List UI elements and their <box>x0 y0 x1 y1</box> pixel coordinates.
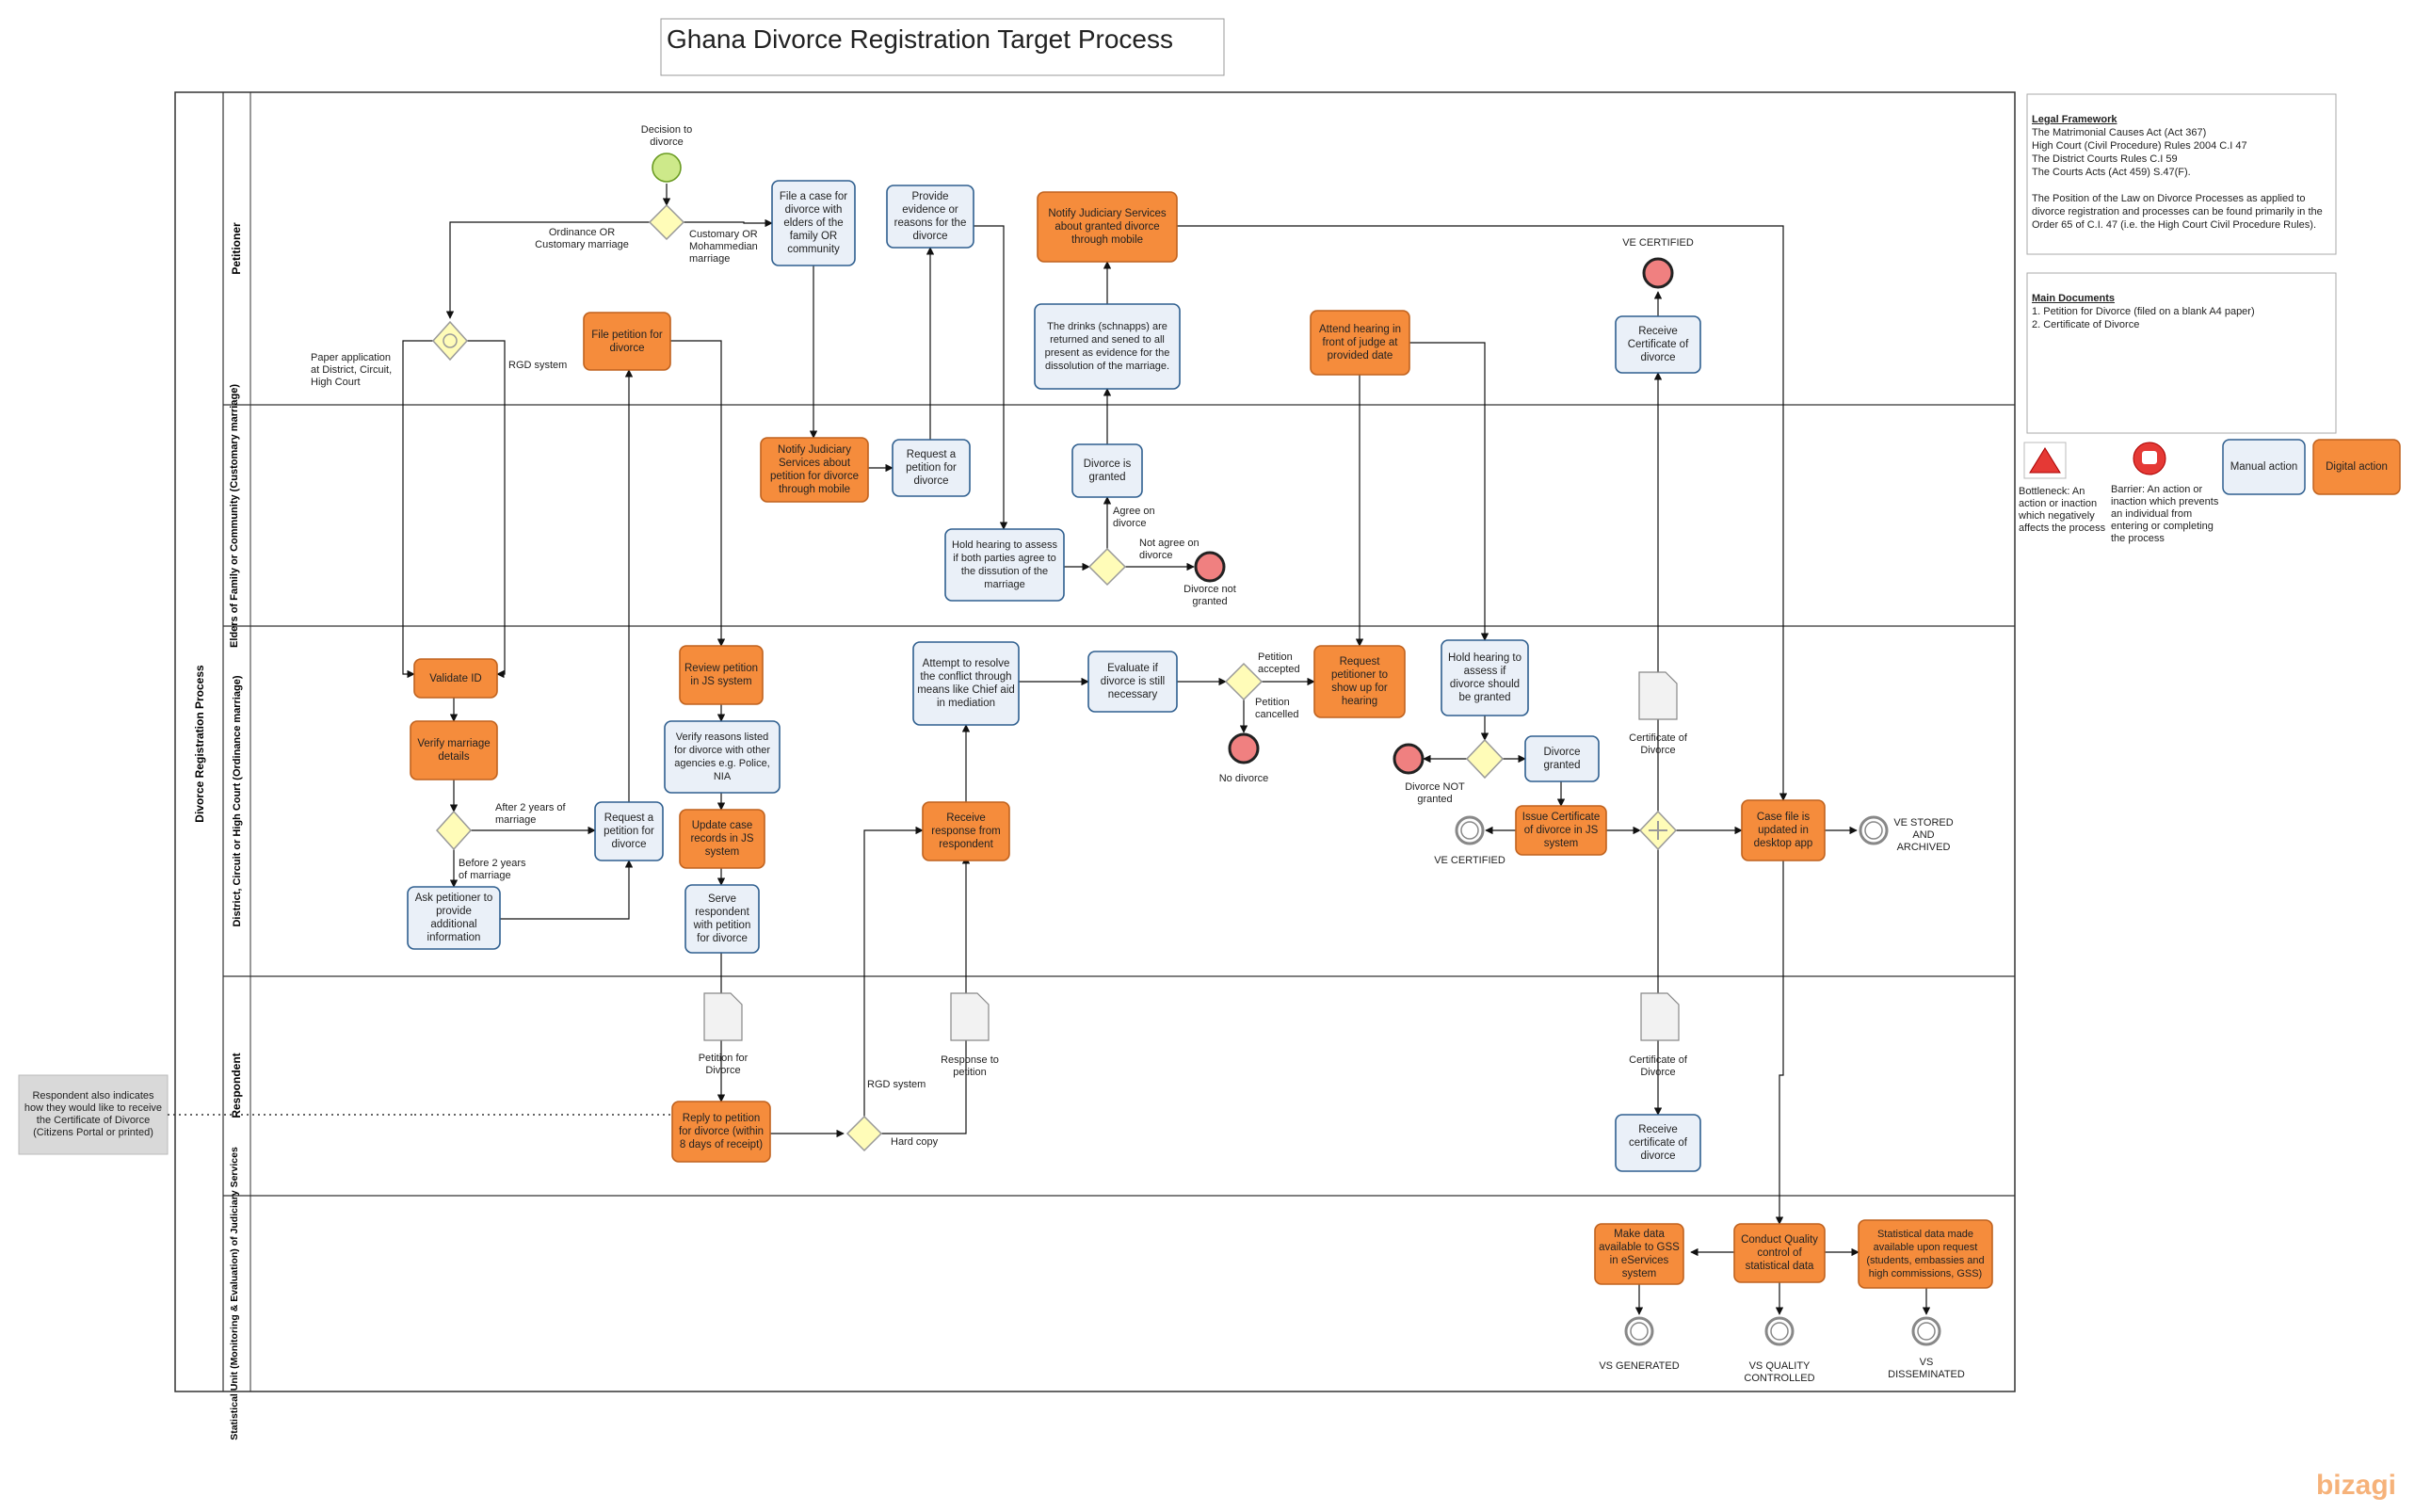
end-event-divorce-not-granted-court <box>1393 743 1425 775</box>
legend-bottleneck-label: Bottleneck: An action or inaction which … <box>2019 486 2106 534</box>
lane-stat: Statistical Unit (Monitoring & Evaluatio… <box>229 1147 240 1440</box>
legal-framework-box <box>2026 93 2337 255</box>
label-petition-cancelled: Petition cancelled <box>1255 697 1299 720</box>
end-event-ve-certified <box>1642 257 1674 289</box>
main-documents: Main Documents 1. Petition for Divorce (… <box>2032 279 2331 345</box>
label-no-divorce: No divorce <box>1218 773 1269 784</box>
legend <box>2023 439 2401 495</box>
label-response-doc: Response to petition <box>941 1054 999 1078</box>
label-rgd-system-1: RGD system <box>508 360 568 371</box>
label-rgd-system-2: RGD system <box>867 1079 926 1090</box>
lane-elders: Elders of Family or Community (Customary… <box>229 384 240 648</box>
intermediate-vs-disseminated <box>1911 1316 1941 1346</box>
label-paper-application: Paper application at District, Circuit, … <box>311 352 393 388</box>
gateway-response-channel <box>845 1115 883 1152</box>
end-event-divorce-not-granted-elders <box>1194 551 1226 583</box>
pool-label: Divorce Registration Process <box>193 665 206 823</box>
intermediate-ve-certified <box>1455 815 1485 845</box>
response-document-icon <box>950 992 990 1041</box>
label-petition-doc: Petition for Divorce <box>698 1053 749 1076</box>
gateway-marriage-years <box>435 810 473 851</box>
label-vs-generated: VS GENERATED <box>1599 1360 1680 1372</box>
label-ve-certified-court: VE CERTIFIED <box>1434 855 1505 866</box>
label-ve-stored: VE STORED AND ARCHIVED <box>1893 817 1954 853</box>
documents <box>703 671 1680 1041</box>
label-vs-quality: VS QUALITY CONTROLLED <box>1744 1360 1815 1384</box>
lane-respondent: Respondent <box>230 1053 243 1118</box>
main-documents-box <box>2026 272 2337 434</box>
bottleneck-icon <box>2029 447 2061 474</box>
intermediate-vs-quality <box>1764 1316 1795 1346</box>
label-hard-copy: Hard copy <box>891 1136 939 1148</box>
gateways <box>431 203 1678 1152</box>
tasks <box>407 180 1993 1289</box>
events <box>652 153 1941 1346</box>
label-not-agree: Not agree on divorce <box>1139 538 1199 561</box>
label-before-2-years: Before 2 years of marriage <box>459 858 526 881</box>
legend-barrier-label: Barrier: An action or inaction which pre… <box>2111 484 2219 544</box>
start-event <box>652 153 682 183</box>
lane-petitioner: Petitioner <box>230 222 243 275</box>
documents-body: 1. Petition for Divorce (filed on a blan… <box>2032 306 2255 330</box>
intermediate-vs-generated <box>1624 1316 1654 1346</box>
gateway-agree <box>1087 547 1127 587</box>
label-divorce-not-granted-court: Divorce NOT granted <box>1405 781 1465 805</box>
gateway-marriage-type <box>648 203 685 241</box>
certificate-document-resp-icon <box>1640 992 1680 1041</box>
legal-framework: Legal Framework The Matrimonial Causes A… <box>2032 100 2331 245</box>
side-note <box>18 1074 169 1155</box>
label-cert-doc-court: Certificate of Divorce <box>1629 732 1687 756</box>
label-ordinance-customary: Ordinance OR Customary marriage <box>535 227 629 250</box>
end-event-no-divorce <box>1228 732 1260 764</box>
legal-heading: Legal Framework <box>2032 114 2117 125</box>
label-petition-accepted: Petition accepted <box>1258 651 1300 675</box>
label-cert-doc-resp: Certificate of Divorce <box>1629 1054 1687 1078</box>
gateway-application-channel <box>431 320 469 362</box>
page-title: Ghana Divorce Registration Target Proces… <box>667 24 1173 54</box>
gateway-granted <box>1465 738 1505 780</box>
label-decision-start: Decision to divorce <box>640 124 693 148</box>
intermediate-ve-stored <box>1859 815 1889 845</box>
certificate-document-icon <box>1638 671 1678 720</box>
label-agree: Agree on divorce <box>1113 506 1155 529</box>
legend-digital <box>2312 439 2401 495</box>
documents-heading: Main Documents <box>2032 293 2116 304</box>
petition-document-icon <box>703 992 743 1041</box>
brand-logo: bizagi <box>2316 1470 2396 1501</box>
label-ve-certified-top: VE CERTIFIED <box>1622 237 1694 249</box>
title-box <box>660 18 1225 76</box>
gateway-petition <box>1224 662 1264 701</box>
label-vs-disseminated: VS DISSEMINATED <box>1888 1357 1965 1380</box>
legal-body: The Matrimonial Causes Act (Act 367) Hig… <box>2032 127 2323 231</box>
lane-court: District, Circuit or High Court (Ordinan… <box>232 675 243 926</box>
label-after-2-years: After 2 years of marriage <box>495 802 566 826</box>
label-divorce-not-granted-elders: Divorce not granted <box>1183 584 1236 607</box>
label-customary-mohammedian: Customary OR Mohammedian marriage <box>689 229 758 265</box>
legend-manual <box>2222 439 2306 495</box>
